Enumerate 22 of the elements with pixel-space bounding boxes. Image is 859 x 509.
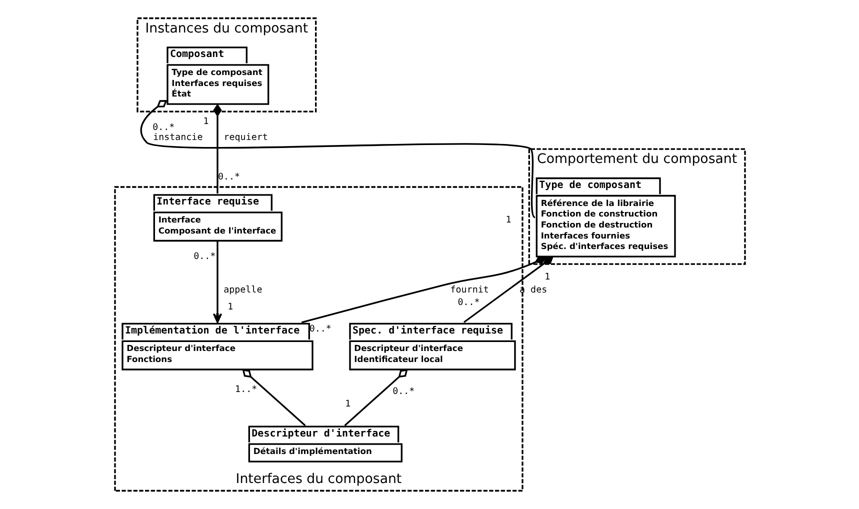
label: 1 bbox=[344, 398, 350, 410]
edge-label: requiert bbox=[223, 132, 268, 143]
connector bbox=[140, 100, 536, 218]
label: 1 bbox=[505, 214, 511, 226]
connector bbox=[344, 369, 408, 426]
connector bbox=[300, 256, 546, 324]
edge-label: instancie bbox=[152, 132, 202, 143]
arrow bbox=[212, 241, 222, 324]
label: 0..* bbox=[217, 171, 240, 182]
connector bbox=[242, 369, 306, 426]
label: 0..* bbox=[457, 297, 480, 308]
edge-label: appelle bbox=[223, 284, 262, 296]
label: 0..* bbox=[152, 122, 174, 133]
label: 1 bbox=[544, 271, 550, 282]
connector bbox=[212, 104, 222, 194]
label: 0..* bbox=[392, 386, 414, 397]
connector bbox=[462, 256, 553, 323]
label: 1 bbox=[202, 116, 208, 127]
label: 1..* bbox=[234, 384, 257, 396]
edge-label: fournit bbox=[450, 284, 488, 296]
label: 1 bbox=[227, 301, 233, 312]
label: 0..* bbox=[193, 250, 216, 262]
